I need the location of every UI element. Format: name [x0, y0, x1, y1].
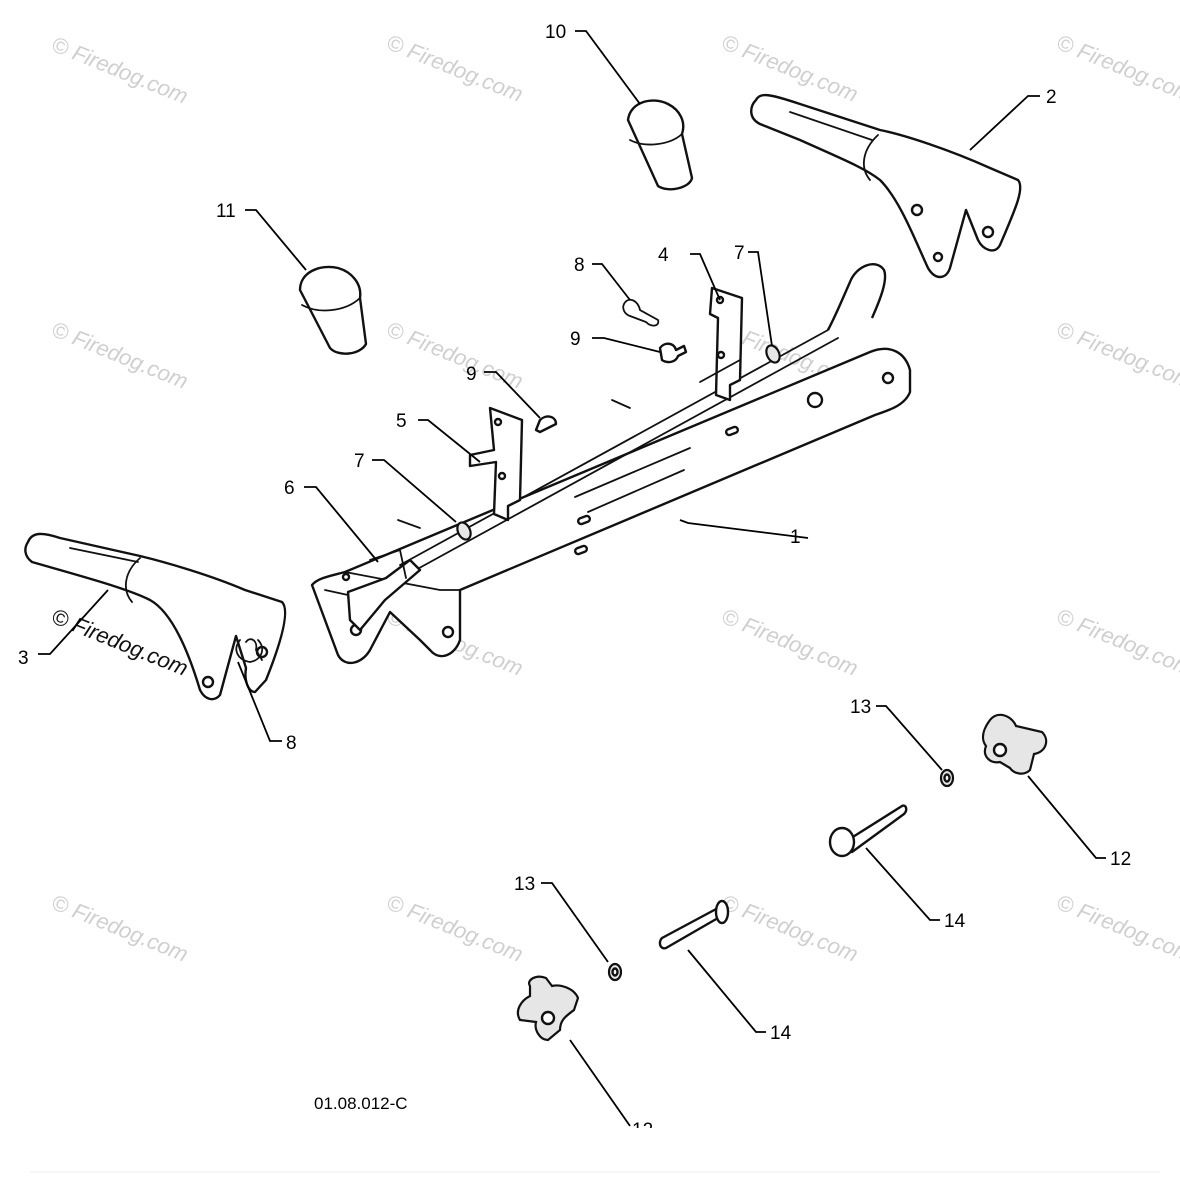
- callout-14: 14: [944, 911, 966, 932]
- bushing-part-7: [456, 344, 781, 541]
- callout-8: 8: [574, 255, 585, 276]
- callout-3: 3: [18, 648, 29, 669]
- watermark: © Firedog.com: [383, 889, 526, 966]
- drawing-code: 01.08.012-C: [314, 1094, 408, 1113]
- callout-10: 10: [545, 22, 566, 43]
- callout-1: 1: [790, 527, 801, 548]
- handle-part-2: [750, 93, 1022, 279]
- washer-part-13: [939, 768, 955, 788]
- callout-4: 4: [658, 245, 669, 266]
- watermark: © Firedog.com: [48, 31, 191, 108]
- callout-5: 5: [396, 411, 407, 432]
- callout-2: 2: [1046, 87, 1057, 108]
- callout-9: 9: [466, 364, 477, 385]
- callout-12: 12: [1110, 849, 1131, 870]
- mounting-plate-part-1: [310, 347, 912, 665]
- watermark: © Firedog.com: [48, 889, 191, 966]
- bracket-part-5: [397, 399, 631, 529]
- callout-6: 6: [284, 478, 295, 499]
- callout-7: 7: [354, 451, 365, 472]
- bracket-part-4: [699, 286, 744, 402]
- callout-14: 14: [770, 1023, 792, 1044]
- watermark: © Firedog.com: [718, 889, 861, 966]
- watermark: © Firedog.com: [718, 29, 861, 106]
- watermark: © Firedog.com: [1053, 603, 1180, 680]
- star-knob-part-12: [516, 975, 580, 1042]
- callout-7: 7: [734, 243, 745, 264]
- leader-lines: [38, 30, 1106, 1127]
- knob-part-11: [298, 265, 368, 355]
- shaft-rod: [399, 263, 887, 573]
- watermark: © Firedog.com: [48, 316, 191, 393]
- lever-bracket-part-6: [341, 548, 422, 632]
- watermark: © Firedog.com: [383, 29, 526, 106]
- watermark: © Firedog.com: [1053, 316, 1180, 393]
- handle-part-3: [24, 532, 287, 701]
- callout-13: 13: [514, 874, 535, 895]
- watermark: © Firedog.com: [1053, 29, 1180, 106]
- bolt-part-9: [534, 342, 688, 434]
- carriage-bolt-part-14: [658, 899, 730, 950]
- star-knob-part-12: [981, 713, 1048, 775]
- washer-part-13: [607, 962, 623, 982]
- callout-13: 13: [850, 697, 871, 718]
- callout-8: 8: [286, 733, 297, 754]
- hairpin-clip-part-8: [245, 298, 660, 661]
- watermark: © Firedog.com: [718, 603, 861, 680]
- carriage-bolt-part-14: [828, 804, 908, 858]
- callout-9: 9: [570, 329, 581, 350]
- callout-labels: 1 2 3 4 5 6 7 7 8 8 9 9 10 11 12 12 13 1…: [18, 22, 1131, 1141]
- callout-11: 11: [216, 201, 236, 222]
- knob-part-10: [626, 99, 694, 191]
- watermark: © Firedog.com: [1053, 889, 1180, 966]
